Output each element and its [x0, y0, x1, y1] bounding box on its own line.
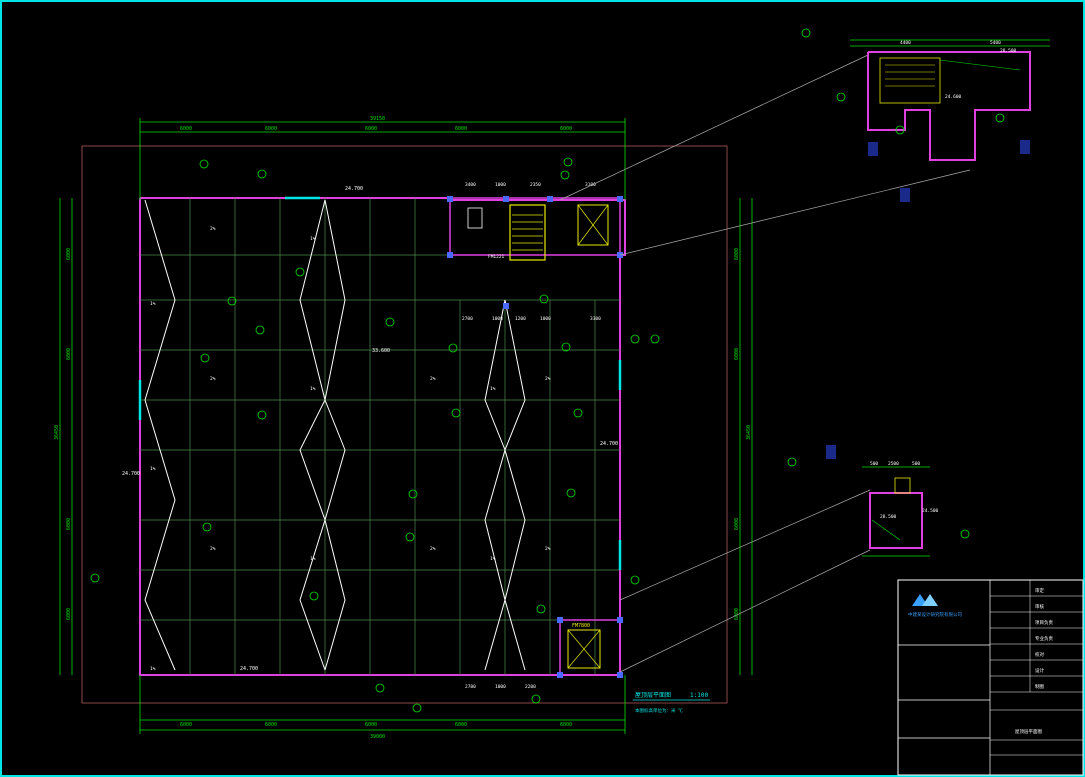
dim-core-1: 3400 — [465, 182, 476, 188]
plan-outline — [81, 145, 728, 704]
svg-text:1%: 1% — [150, 466, 156, 472]
roof-floor-plan: FM7800 — [54, 54, 971, 740]
dim-top-total: 39150 — [370, 116, 385, 122]
dim-left-total: 36450 — [54, 425, 60, 440]
elevation-mid: 33.600 — [372, 348, 390, 354]
svg-text:1%: 1% — [310, 556, 316, 562]
dim-right-2: 6000 — [734, 348, 740, 360]
dim-bottom-3: 6000 — [365, 722, 377, 728]
parapet-wall — [139, 197, 626, 676]
dim-core-2: 1000 — [495, 182, 506, 188]
dim-top-1: 6000 — [180, 126, 192, 132]
svg-text:2%: 2% — [210, 376, 216, 382]
dim-right-4: 6000 — [734, 608, 740, 620]
svg-text:2%: 2% — [210, 546, 216, 552]
svg-text:设计: 设计 — [1035, 667, 1044, 674]
elevation-right: 24.700 — [600, 441, 618, 447]
dimension-lines — [59, 118, 753, 734]
svg-text:项目负责: 项目负责 — [1035, 619, 1053, 626]
dim-top-5: 6000 — [560, 126, 572, 132]
window-marks — [138, 196, 622, 570]
dim-core-4: 3100 — [585, 182, 596, 188]
svg-text:校对: 校对 — [1035, 651, 1044, 658]
dim-top-4: 6000 — [455, 126, 467, 132]
detail-mid-dim-2: 2500 — [888, 461, 899, 467]
detail-mid-elev: 24.500 — [922, 508, 939, 514]
detail-mid-elev-2: 28.500 — [880, 514, 897, 520]
detail-mid-dim-3: 500 — [912, 461, 920, 467]
dim-bcore-3: 2200 — [525, 684, 536, 690]
dim-core-mid-4: 1000 — [540, 316, 551, 322]
dim-core-mid-5: 3300 — [590, 316, 601, 322]
svg-text:2%: 2% — [430, 546, 436, 552]
elevation-bottom: 24.700 — [240, 666, 258, 672]
elevation-left: 24.700 — [122, 471, 140, 477]
plan-note: 本图标高单位为：米 ℃ — [635, 707, 683, 714]
svg-text:2%: 2% — [430, 376, 436, 382]
svg-text:1%: 1% — [490, 556, 496, 562]
elevation-top: 24.700 — [345, 186, 363, 192]
svg-text:1%: 1% — [150, 301, 156, 307]
svg-text:专业负责: 专业负责 — [1035, 635, 1053, 642]
dim-core-mid-3: 1200 — [515, 316, 526, 322]
dim-core-mid-1: 2700 — [462, 316, 473, 322]
plan-title: 屋顶层平面图 — [635, 692, 671, 699]
svg-text:2%: 2% — [545, 546, 551, 552]
detail-mid-dim-1: 500 — [870, 461, 878, 467]
svg-text:1%: 1% — [310, 236, 316, 242]
slope-labels: 1% 1% 1% 1% 1% 1% 1% 1% 2% 2% 2% 2% 2% 2… — [150, 226, 551, 672]
grid-horizontal — [140, 254, 620, 621]
dim-bottom-total: 39000 — [370, 734, 385, 740]
dim-right-3: 6000 — [734, 518, 740, 530]
svg-text:2%: 2% — [545, 376, 551, 382]
svg-text:审核: 审核 — [1035, 603, 1044, 610]
detail-top-elev-2: 24.600 — [945, 94, 962, 100]
detail-upper-roof: 4400 5400 28.500 24.600 — [801, 28, 1050, 202]
dim-bottom-2: 6000 — [265, 722, 277, 728]
title-block: 中建某设计研究院有限公司 审定 审核 项目负责 专业负责 校对 设计 制图 屋顶… — [897, 579, 1084, 776]
detail-top-dim-1: 4400 — [900, 40, 911, 46]
svg-text:1%: 1% — [150, 666, 156, 672]
company-name: 中建某设计研究院有限公司 — [908, 611, 962, 618]
detail-top-dim-2: 5400 — [990, 40, 1001, 46]
grid-vertical — [189, 198, 596, 675]
dim-top-3: 6000 — [365, 126, 377, 132]
dim-bottom-4: 6000 — [455, 722, 467, 728]
callout-bubbles — [90, 157, 660, 713]
stair-door-label: FM1221 — [488, 254, 505, 260]
dim-left-1: 6000 — [66, 248, 72, 260]
dim-right-total: 36450 — [746, 425, 752, 440]
stair-core — [449, 197, 621, 261]
svg-text:审定: 审定 — [1035, 587, 1044, 594]
lift-core-bottom: FM7800 — [559, 619, 621, 676]
dim-bottom-5: 6000 — [560, 722, 572, 728]
drawing-name: 屋顶层平面图 — [1015, 729, 1042, 735]
svg-text:1%: 1% — [490, 386, 496, 392]
detail-top-elev: 28.500 — [1000, 48, 1017, 54]
dim-right-1: 6000 — [734, 248, 740, 260]
dim-bottom-1: 6000 — [180, 722, 192, 728]
svg-text:2%: 2% — [210, 226, 216, 232]
detail-lift-roof: 500 2500 500 24.500 28.500 — [787, 445, 970, 557]
dim-bcore-1: 2700 — [465, 684, 476, 690]
svg-text:1%: 1% — [310, 386, 316, 392]
dim-core-mid-2: 1000 — [492, 316, 503, 322]
column-markers — [447, 196, 623, 678]
plan-scale: 1:100 — [690, 692, 708, 699]
dim-top-2: 6000 — [265, 126, 277, 132]
svg-text:制图: 制图 — [1035, 683, 1044, 690]
dim-left-3: 6000 — [66, 518, 72, 530]
dim-left-4: 6000 — [66, 608, 72, 620]
roof-ridges — [144, 199, 526, 671]
lift-label: FM7800 — [572, 623, 590, 629]
dim-core-3: 2350 — [530, 182, 541, 188]
title-block-rows: 审定 审核 项目负责 专业负责 校对 设计 制图 — [1035, 587, 1053, 690]
dim-left-2: 6000 — [66, 348, 72, 360]
detail-leaders — [559, 54, 971, 673]
dim-bcore-2: 1000 — [495, 684, 506, 690]
